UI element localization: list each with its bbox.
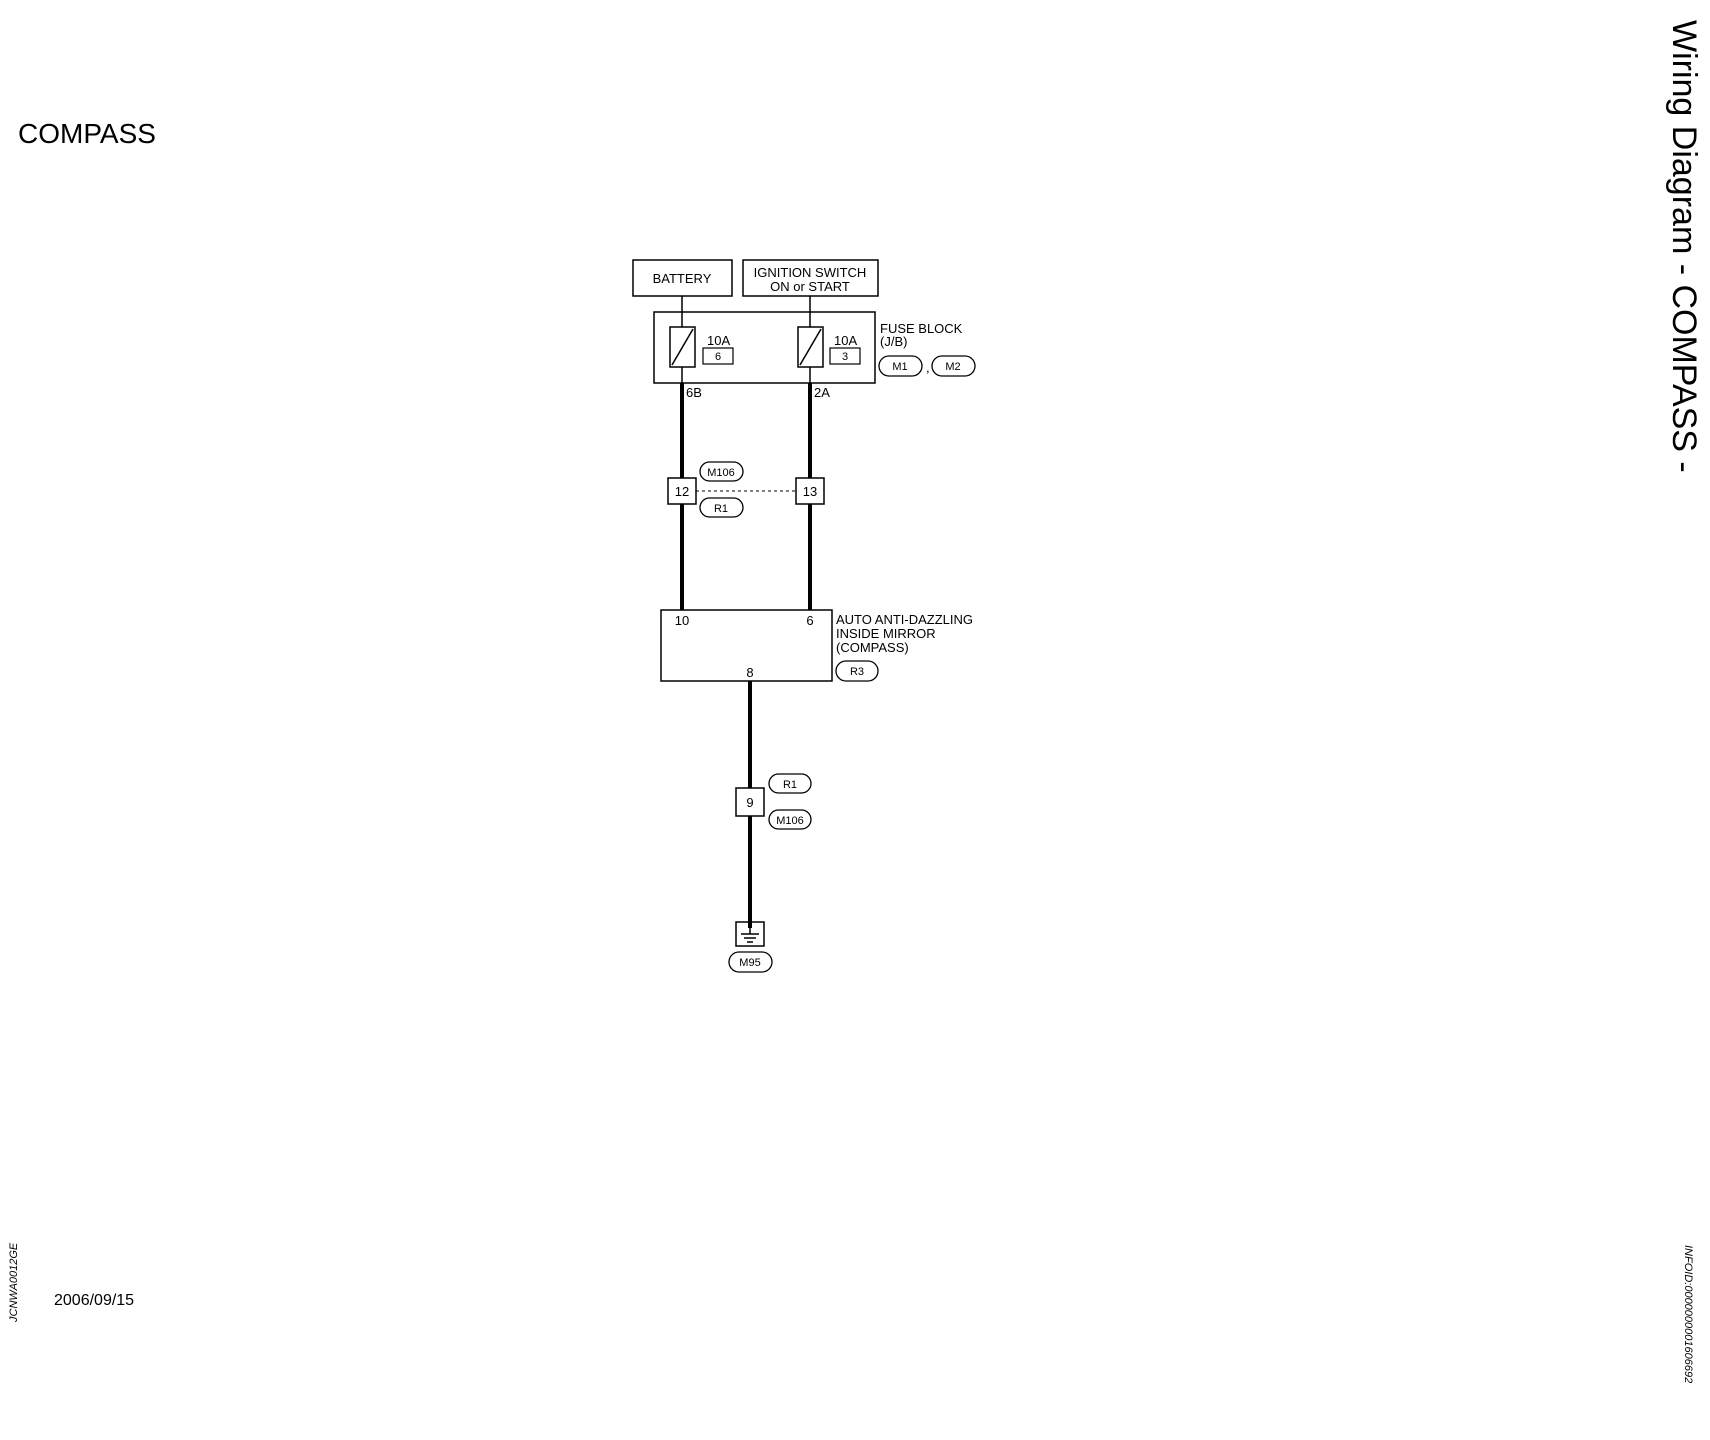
connector-tag-m1 bbox=[878, 355, 923, 377]
connector-tag-r1-lower bbox=[768, 773, 812, 794]
connector-separator: , bbox=[926, 360, 930, 375]
tag-m106-lower-label: M106 bbox=[776, 815, 804, 827]
auto-anti-dazzling-mirror: 10 6 8 bbox=[660, 609, 833, 682]
fuse-right-number: 3 bbox=[842, 351, 848, 363]
connector-tag-m95 bbox=[728, 951, 773, 973]
tag-r1-upper-label: R1 bbox=[714, 503, 728, 515]
connector-tag-r3 bbox=[835, 660, 879, 682]
connector-m1-label: M1 bbox=[892, 361, 907, 373]
mirror-label-line1: AUTO ANTI-DAZZLING bbox=[836, 612, 973, 627]
terminal-6b-label: 6B bbox=[686, 385, 702, 400]
mirror-pin-6-label: 6 bbox=[806, 613, 813, 628]
side-title: Wiring Diagram - COMPASS - bbox=[1665, 20, 1703, 473]
ignition-label-line2: ON or START bbox=[770, 279, 850, 294]
mirror-label-line2: INSIDE MIRROR bbox=[836, 626, 936, 641]
fuse-left-rating: 10A bbox=[707, 333, 730, 348]
ignition-switch-source: IGNITION SWITCH ON or START bbox=[742, 259, 879, 297]
battery-label: BATTERY bbox=[653, 271, 712, 286]
page-title: COMPASS bbox=[18, 118, 156, 149]
tag-r1-lower-label: R1 bbox=[783, 779, 797, 791]
connector-m2-label: M2 bbox=[945, 361, 960, 373]
terminal-2a-label: 2A bbox=[814, 385, 830, 400]
fuse-left-number: 6 bbox=[715, 351, 721, 363]
connector-tag-m106-upper bbox=[699, 461, 744, 482]
connector-r3-label: R3 bbox=[850, 666, 864, 678]
tag-m106-upper-label: M106 bbox=[707, 467, 735, 479]
info-id: INFOID:0000000001606692 bbox=[1682, 1245, 1694, 1384]
date-stamp: 2006/09/15 bbox=[54, 1292, 135, 1309]
fuse-block: 10A 6 10A 3 bbox=[653, 311, 876, 384]
ground-icon bbox=[735, 921, 765, 947]
ignition-label-line1: IGNITION SWITCH bbox=[754, 265, 867, 280]
pin-9-label: 9 bbox=[746, 795, 753, 810]
connector-tag-m2 bbox=[931, 355, 976, 377]
mirror-pin-8-label: 8 bbox=[746, 665, 753, 680]
mirror-pin-10-label: 10 bbox=[675, 613, 689, 628]
connector-tag-m106-lower bbox=[768, 809, 812, 830]
connector-tag-r1-upper bbox=[699, 497, 744, 518]
pin-12-label: 12 bbox=[675, 484, 689, 499]
joint-connector-upper: 12 13 M106 R1 bbox=[667, 461, 825, 518]
mirror-label-line3: (COMPASS) bbox=[836, 640, 909, 655]
tag-m95-label: M95 bbox=[739, 957, 760, 969]
fuse-block-label-line2: (J/B) bbox=[880, 334, 907, 349]
battery-source: BATTERY bbox=[632, 259, 733, 297]
fuse-block-label-line1: FUSE BLOCK bbox=[880, 321, 963, 336]
fuse-right-rating: 10A bbox=[834, 333, 857, 348]
joint-connector-lower: 9 R1 M106 bbox=[735, 773, 812, 830]
pin-13-label: 13 bbox=[803, 484, 817, 499]
